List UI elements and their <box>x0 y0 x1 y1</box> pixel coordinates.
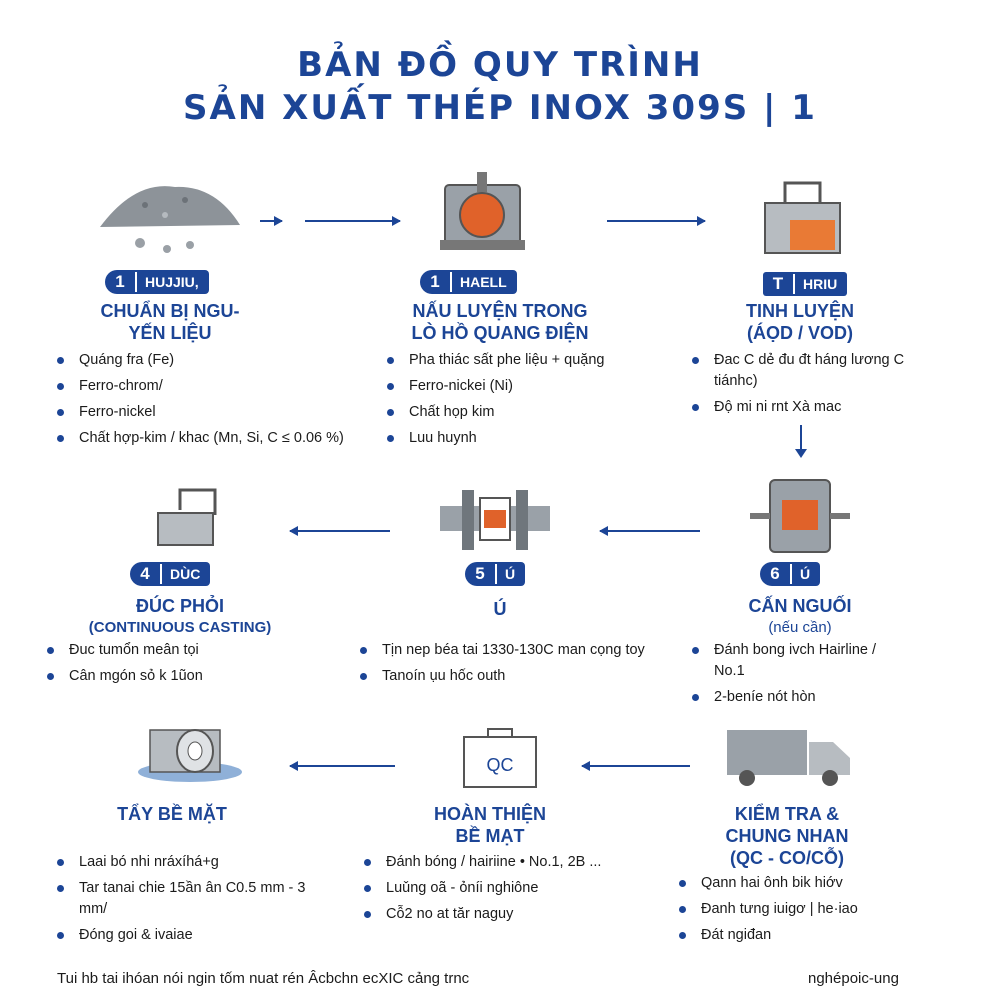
cooling-chamber-icon <box>750 479 850 553</box>
casting-ladle-icon <box>157 488 217 546</box>
svg-text:QC: QC <box>487 755 514 775</box>
title-line-2: SẢN XUẤT THÉP INOX 309S | 1 <box>183 88 817 128</box>
flow-arrow <box>581 761 690 771</box>
step-bullets: Đac C dẻ đu đt háng lương C tiánhc)Độ mi… <box>690 350 940 423</box>
flow-arrow <box>305 216 401 226</box>
electric-arc-furnace-icon <box>440 172 525 250</box>
footer-note: Tui hb tai ihóan nói ngin tốm nuat rén Â… <box>57 970 470 987</box>
footer-note-right: nghépoic-ung <box>808 970 899 987</box>
qc-bag-icon: QC <box>463 728 537 788</box>
flow-arrow <box>289 526 390 536</box>
step-title: CẤN NGUỐI(nếu cần) <box>748 596 852 636</box>
delivery-truck-icon <box>727 730 850 786</box>
step-title: Ú <box>493 599 507 619</box>
step-bullets: Đánh bóng / hairiine • No.1, 2B ...Luǔng… <box>362 852 632 930</box>
step-title: TẨY BỀ MẶT <box>117 804 227 824</box>
step-title: ĐÚC PHỎI(CONTINUOUS CASTING) <box>88 596 272 636</box>
flow-arrow <box>607 216 706 226</box>
title-line-1: BẢN ĐỒ QUY TRÌNH <box>297 45 703 85</box>
ore-pile-icon <box>100 186 240 253</box>
steel-coil-icon <box>138 729 242 782</box>
refining-ladle-icon <box>764 181 841 254</box>
step-title: TINH LUYỆN(ÁỌD / VOD) <box>746 301 854 343</box>
flow-arrow <box>599 526 700 536</box>
flow-arrow <box>260 216 283 226</box>
rolling-mill-icon <box>440 490 550 550</box>
step-title: CHUẨN BỊ NGU-YẾN LIỆU <box>100 301 240 343</box>
step-title: KIỂM TRA &CHUNG NHAN(QC - CO/CỖ) <box>725 804 849 868</box>
flow-arrow <box>289 761 395 771</box>
flow-arrow-down <box>795 425 807 458</box>
